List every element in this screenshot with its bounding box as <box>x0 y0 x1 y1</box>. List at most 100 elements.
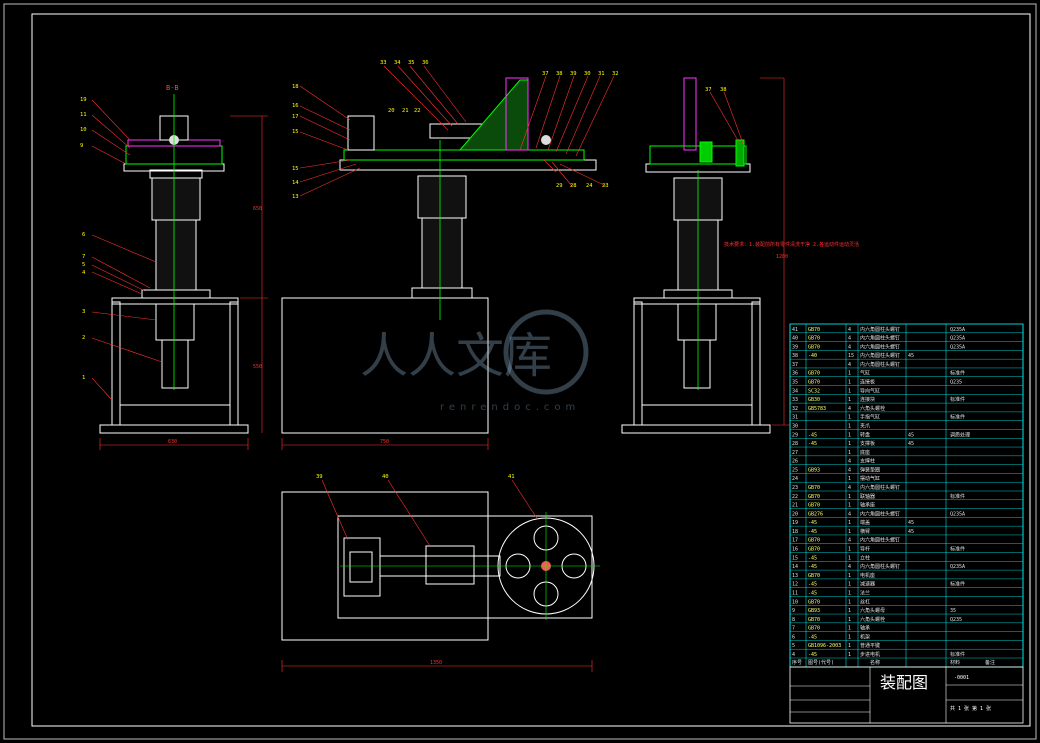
bom-cell-name: 电机座 <box>860 572 875 579</box>
drawing-border-inner <box>31 13 1031 727</box>
svg-text:11: 11 <box>80 112 87 118</box>
bom-cell-qty: 1 <box>848 371 851 377</box>
bom-cell-code: GB70 <box>808 617 820 623</box>
side-rail <box>683 77 697 151</box>
bom-cell-code: GB70 <box>808 573 820 579</box>
svg-text:36: 36 <box>422 60 429 66</box>
bom-cell-name: 夹爪 <box>860 422 870 429</box>
svg-text:7: 7 <box>82 254 85 260</box>
title-block: 装配图 -0001 共 1 张 第 1 张 <box>789 666 1024 724</box>
motor-flange <box>155 303 195 341</box>
bom-cell-name: 横臂 <box>860 528 870 535</box>
bom-header-cell: 备注 <box>985 659 995 666</box>
side-callouts <box>709 77 790 426</box>
bom-cell-qty: 4 <box>848 459 851 465</box>
bom-cell-qty: 1 <box>848 626 851 632</box>
bom-cell-qty: 4 <box>848 344 851 350</box>
bom-cell-no: 24 <box>792 476 798 482</box>
bom-cell-code: GB276 <box>808 511 823 517</box>
bom-cell-qty: 1 <box>848 634 851 640</box>
bom-cell-note: 35 <box>950 608 956 614</box>
bom-cell-code: GB30 <box>808 397 820 403</box>
frame-left-leg <box>111 301 121 426</box>
front-dimensions <box>99 115 268 450</box>
bom-cell-name: 内六角圆柱头螺钉 <box>860 537 900 544</box>
bom-header-cell: 序号 <box>792 659 802 666</box>
bom-header-cell: 材料 <box>950 659 960 666</box>
bom-cell-name: 内六角圆柱头螺钉 <box>860 510 900 517</box>
bom-cell-code: -45 <box>808 652 817 658</box>
bom-cell-code: SC32 <box>808 388 820 394</box>
bom-cell-qty: 1 <box>848 643 851 649</box>
bom-cell-no: 19 <box>792 520 798 526</box>
title-block-frame <box>789 666 1024 724</box>
svg-text:3: 3 <box>82 309 85 315</box>
bom-cell-note: 标准件 <box>950 414 965 421</box>
bom-cell-qty: 1 <box>848 397 851 403</box>
middle-view: 33 34 35 36 37 38 39 30 31 32 18 16 17 1… <box>281 60 619 450</box>
bom-cell-no: 33 <box>792 397 798 403</box>
bom-cell-note: Q235A <box>950 344 965 350</box>
plan-callout-39: 39 <box>316 474 323 480</box>
bom-cell-name: 导杆 <box>860 546 870 553</box>
middle-column-lower <box>421 217 463 289</box>
bom-cell-code: GB5783 <box>808 406 826 412</box>
bom-cell-name: 六角头螺栓 <box>860 616 885 623</box>
svg-text:37: 37 <box>542 71 549 77</box>
bom-cell-qty: 4 <box>848 511 851 517</box>
bom-cell-name: 步进电机 <box>860 651 880 658</box>
bom-cell-code: -45 <box>808 582 817 588</box>
bom-cell-qty: 4 <box>848 564 851 570</box>
dim-front-lower: 550 <box>253 364 262 370</box>
side-right-plate <box>735 139 745 167</box>
bom-cell-name: 端盖 <box>860 519 870 526</box>
middle-column-upper <box>417 175 467 219</box>
bom-cell-qty: 4 <box>848 538 851 544</box>
bom-cell-qty: 1 <box>848 582 851 588</box>
bom-cell-name: 普通平键 <box>860 642 880 649</box>
svg-text:13: 13 <box>292 194 299 200</box>
bom-cell-qty: 1 <box>848 450 851 456</box>
bom-cell-no: 16 <box>792 547 798 553</box>
bom-cell-code: GB70 <box>808 599 820 605</box>
bom-cell-name: 六角头螺栓 <box>860 405 885 412</box>
sheet-info: 共 1 张 第 1 张 <box>950 705 991 712</box>
bom-cell-no: 14 <box>792 564 798 570</box>
svg-text:35: 35 <box>408 60 415 66</box>
bom-cell-name: 机架 <box>860 633 870 640</box>
watermark: 人人文库 renrendoc.com <box>360 309 589 413</box>
bom-cell-name: 摆动气缸 <box>860 475 880 482</box>
bom-cell-no: 22 <box>792 494 798 500</box>
side-frame-right <box>751 301 761 426</box>
dim-side-total: 1200 <box>776 254 788 260</box>
bom-cell-no: 23 <box>792 485 798 491</box>
bom-cell-qty: 1 <box>848 652 851 658</box>
middle-callouts <box>299 65 615 197</box>
dim-front-upper: 650 <box>253 206 262 212</box>
column-upper <box>151 177 201 221</box>
bom-cell-qty: 1 <box>848 388 851 394</box>
bom-cell-no: 34 <box>792 388 798 394</box>
svg-text:23: 23 <box>602 183 609 189</box>
bom-cell-qty: 1 <box>848 476 851 482</box>
bom-cell-code: GB70 <box>808 344 820 350</box>
bom-cell-no: 11 <box>792 590 798 596</box>
bom-cell-qty: 4 <box>848 362 851 368</box>
svg-text:15: 15 <box>292 129 299 135</box>
svg-text:5: 5 <box>82 262 85 268</box>
bom-cell-qty: 1 <box>848 494 851 500</box>
bom-cell-code: -45 <box>808 432 817 438</box>
bom-outline <box>789 323 1024 668</box>
bom-cell-qty: 1 <box>848 547 851 553</box>
bom-cell-no: 15 <box>792 555 798 561</box>
bom-cell-qty: 1 <box>848 573 851 579</box>
bom-cell-note: 标准件 <box>950 396 965 403</box>
side-view: 37 38 1200 技术要求：1.装配前所有零件清洗干净 2.各运动件运动灵活 <box>621 77 859 434</box>
bom-cell-material: 45 <box>908 441 914 447</box>
bom-cell-no: 32 <box>792 406 798 412</box>
bom-cell-no: 28 <box>792 441 798 447</box>
frame-top <box>111 297 239 305</box>
bom-cell-qty: 1 <box>848 590 851 596</box>
drawing-number: -0001 <box>954 675 969 681</box>
plan-arm <box>337 515 593 619</box>
